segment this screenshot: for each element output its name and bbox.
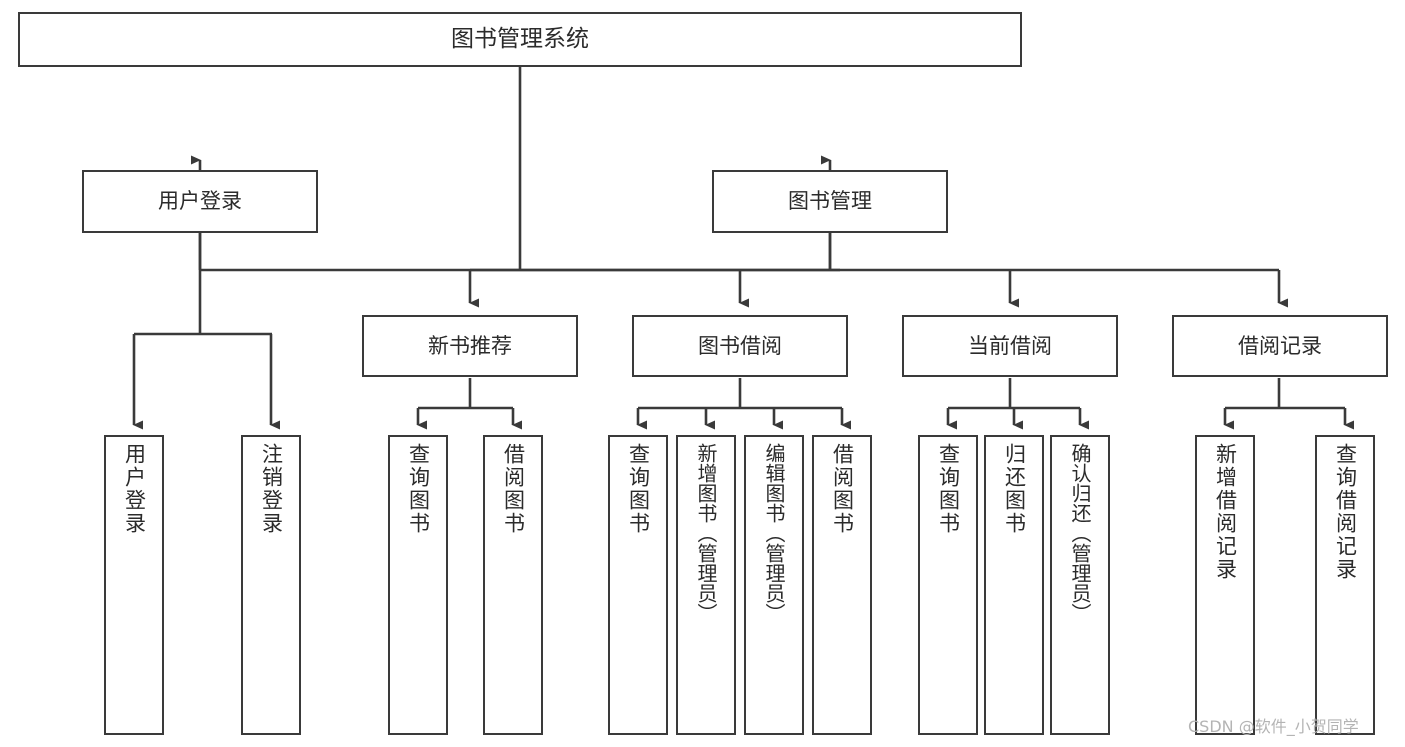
node-book-management[interactable]: 图书管理 — [712, 170, 948, 233]
node-new-book-recommend[interactable]: 新书推荐 — [362, 315, 578, 377]
leaf-user-login-logout-label: 注销登录 — [259, 443, 284, 535]
leaf-book-borrow-edit-book-admin[interactable]: 编辑图书（管理员） — [744, 435, 804, 735]
leaf-user-login-login[interactable]: 用户登录 — [104, 435, 164, 735]
leaf-new-book-borrow-book-label: 借阅图书 — [501, 443, 526, 535]
node-user-login[interactable]: 用户登录 — [82, 170, 318, 233]
leaf-book-borrow-query-book-label: 查询图书 — [626, 443, 651, 535]
node-root-label: 图书管理系统 — [451, 25, 589, 52]
csdn-watermark: CSDN @软件_小贺同学 — [1188, 717, 1359, 736]
leaf-book-borrow-add-book-admin[interactable]: 新增图书（管理员） — [676, 435, 736, 735]
node-book-borrow-label: 图书借阅 — [698, 333, 782, 358]
leaf-borrow-record-add-record[interactable]: 新增借阅记录 — [1195, 435, 1255, 735]
leaf-user-login-login-label: 用户登录 — [122, 443, 147, 535]
leaf-current-borrow-confirm-return-admin-label: 确认归还（管理员） — [1068, 443, 1092, 623]
leaf-current-borrow-confirm-return-admin[interactable]: 确认归还（管理员） — [1050, 435, 1110, 735]
leaf-borrow-record-query-record-label: 查询借阅记录 — [1333, 443, 1358, 581]
leaf-new-book-query-book-label: 查询图书 — [406, 443, 431, 535]
node-borrow-record[interactable]: 借阅记录 — [1172, 315, 1388, 377]
leaf-current-borrow-return-book-label: 归还图书 — [1002, 443, 1027, 535]
leaf-current-borrow-query-book-label: 查询图书 — [936, 443, 961, 535]
leaf-new-book-borrow-book[interactable]: 借阅图书 — [483, 435, 543, 735]
leaf-current-borrow-return-book[interactable]: 归还图书 — [984, 435, 1044, 735]
node-current-borrow-label: 当前借阅 — [968, 333, 1052, 358]
leaf-book-borrow-borrow-book-label: 借阅图书 — [830, 443, 855, 535]
node-book-borrow[interactable]: 图书借阅 — [632, 315, 848, 377]
node-user-login-label: 用户登录 — [158, 189, 242, 214]
leaf-borrow-record-query-record[interactable]: 查询借阅记录 — [1315, 435, 1375, 735]
node-borrow-record-label: 借阅记录 — [1238, 333, 1322, 358]
leaf-book-borrow-add-book-admin-label: 新增图书（管理员） — [694, 443, 718, 623]
leaf-user-login-logout[interactable]: 注销登录 — [241, 435, 301, 735]
node-current-borrow[interactable]: 当前借阅 — [902, 315, 1118, 377]
leaf-new-book-query-book[interactable]: 查询图书 — [388, 435, 448, 735]
leaf-current-borrow-query-book[interactable]: 查询图书 — [918, 435, 978, 735]
leaf-book-borrow-query-book[interactable]: 查询图书 — [608, 435, 668, 735]
leaf-book-borrow-borrow-book[interactable]: 借阅图书 — [812, 435, 872, 735]
node-new-book-recommend-label: 新书推荐 — [428, 333, 512, 358]
leaf-book-borrow-edit-book-admin-label: 编辑图书（管理员） — [762, 443, 786, 623]
leaf-borrow-record-add-record-label: 新增借阅记录 — [1213, 443, 1238, 581]
node-book-management-label: 图书管理 — [788, 189, 872, 214]
node-root-book-management-system[interactable]: 图书管理系统 — [18, 12, 1022, 67]
